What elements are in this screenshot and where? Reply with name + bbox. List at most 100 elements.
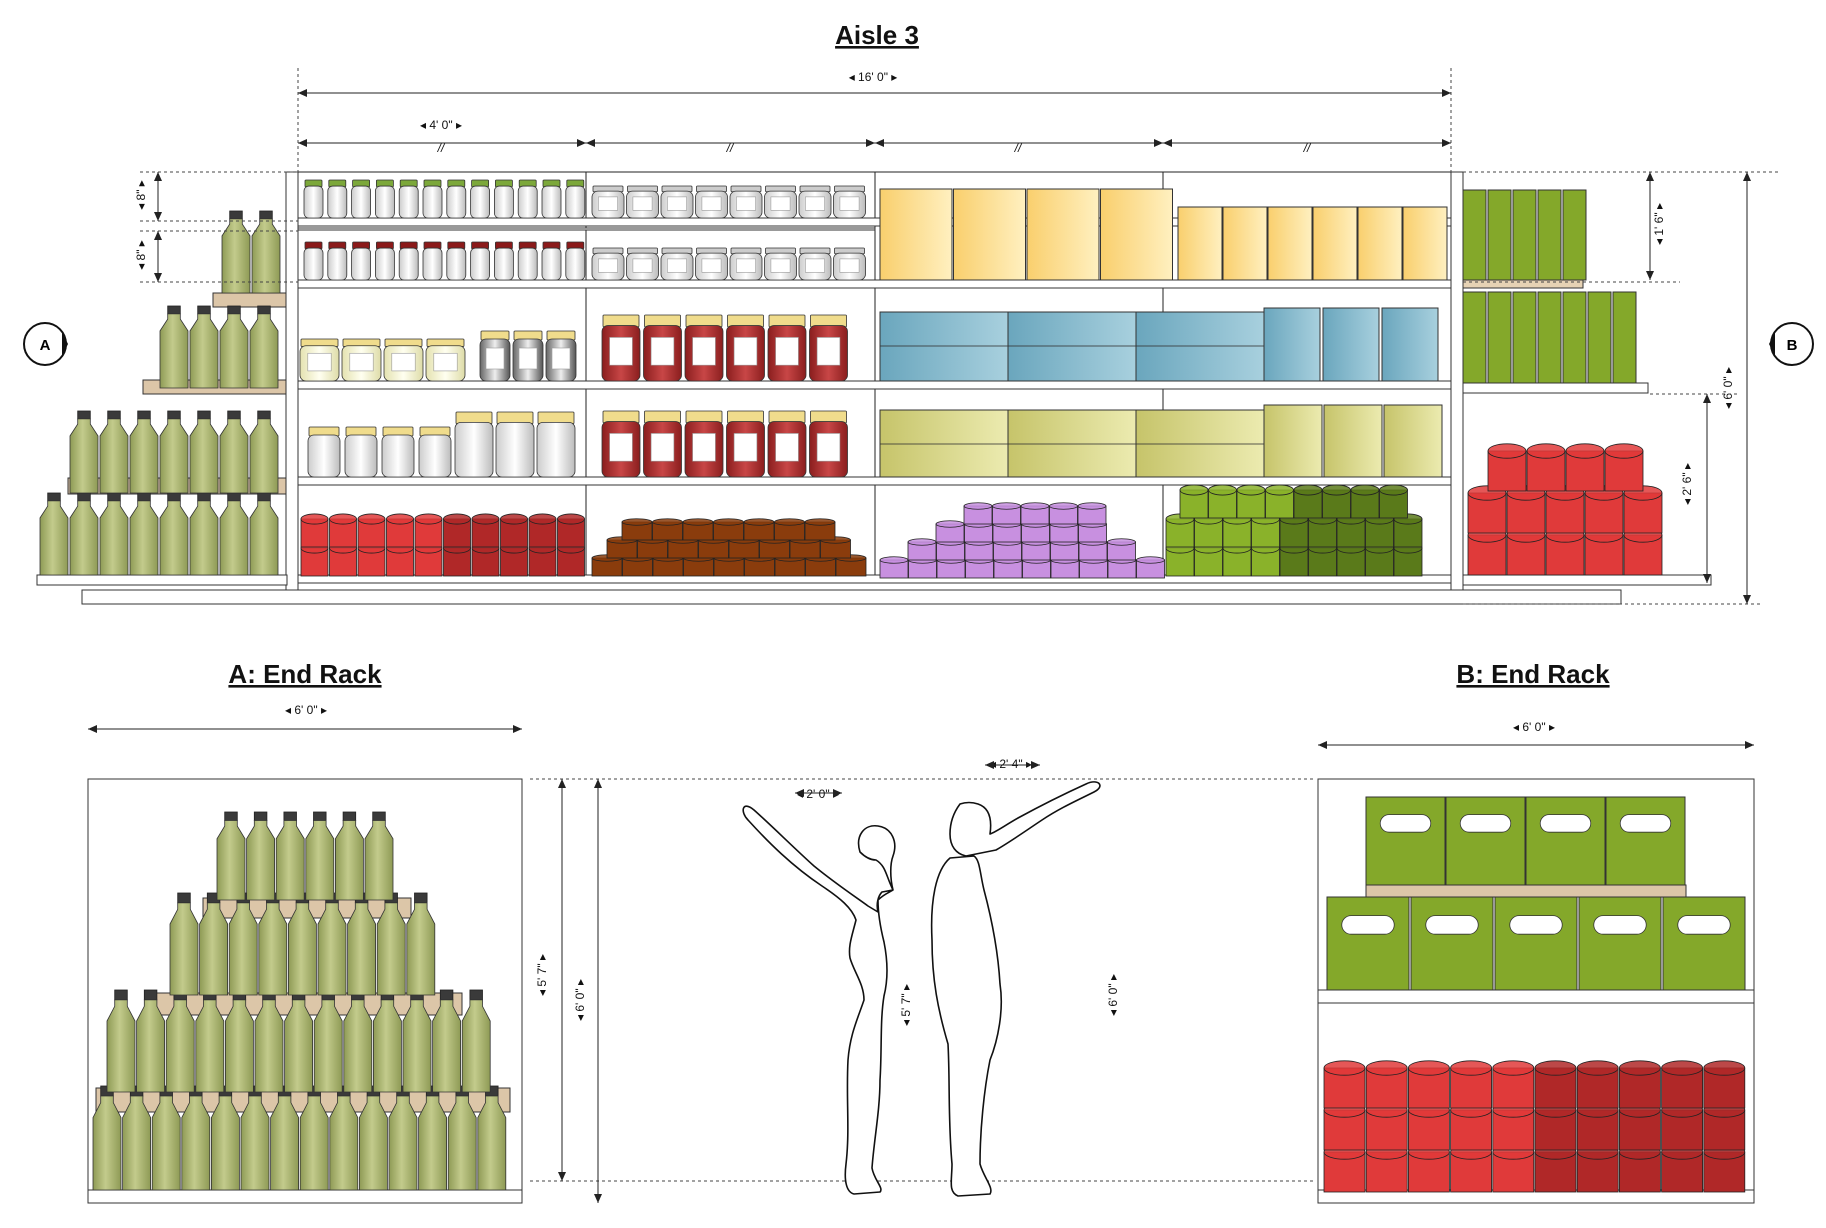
bottle-body	[151, 1095, 181, 1191]
crate-body	[1494, 896, 1578, 991]
dim-male-reach-arrow-l	[985, 761, 994, 769]
can-body	[1393, 547, 1423, 577]
crate-body	[1326, 896, 1410, 991]
can-top	[1450, 1060, 1492, 1076]
bottle	[221, 210, 251, 294]
bottle-body	[106, 999, 136, 1093]
crate	[1494, 896, 1578, 991]
can	[774, 518, 805, 541]
jar	[303, 241, 324, 281]
can-top	[713, 518, 744, 526]
can	[1703, 1102, 1746, 1151]
bottle-body	[129, 500, 159, 576]
bottle-cap	[227, 492, 241, 502]
dim-rack-height-arrow-b	[594, 1194, 602, 1203]
bottle-cap	[414, 892, 428, 904]
bottle-body	[373, 999, 402, 1093]
jar	[726, 314, 765, 382]
jar-label	[816, 337, 841, 366]
aisle-kickplate	[81, 589, 1622, 605]
bottle-body	[122, 1095, 151, 1191]
bottle-cap	[77, 492, 91, 502]
end-b-side-crate	[1562, 291, 1587, 384]
can	[1661, 1144, 1703, 1193]
end-rack-b-title: B: End Rack	[1456, 659, 1610, 689]
jar-body	[454, 421, 494, 478]
crate	[1445, 796, 1526, 886]
jar-cap	[537, 411, 575, 425]
dim-section-4-arrow-l	[1163, 139, 1172, 147]
jar	[470, 241, 491, 281]
jar-label	[692, 337, 716, 366]
yellow-box-small	[1402, 206, 1448, 281]
jar-body	[327, 247, 348, 281]
bottle-body	[219, 500, 249, 576]
end-b-side-crate-top	[1512, 189, 1537, 281]
can	[1534, 1144, 1577, 1193]
blue-box	[1007, 311, 1137, 382]
bottle	[305, 811, 335, 901]
bottle-cap	[137, 410, 151, 420]
jar	[591, 185, 625, 219]
jar	[726, 410, 765, 478]
bottle-cap	[167, 305, 181, 315]
bottle	[159, 492, 189, 576]
bottle-cap	[253, 811, 268, 821]
can-top	[443, 513, 471, 525]
bottle-body	[199, 902, 228, 996]
jar-body	[517, 247, 538, 281]
marker-b: B	[1769, 322, 1814, 366]
jar-body	[303, 185, 324, 219]
jar	[833, 185, 866, 219]
can-top	[1136, 556, 1165, 564]
blue-box-tall	[1322, 307, 1380, 382]
blue-box-tall	[1381, 307, 1439, 382]
jar-body	[374, 185, 395, 219]
olive-box	[1135, 409, 1265, 478]
bottle-cap	[177, 892, 191, 904]
can-top	[907, 538, 937, 546]
yellow-box-small	[1357, 206, 1403, 281]
dim-end-a-width-arrow-l	[88, 725, 97, 733]
jar-cap	[768, 410, 806, 424]
can	[1251, 542, 1280, 577]
can	[1222, 542, 1252, 577]
jar-label	[701, 196, 722, 211]
bottle-cap	[137, 492, 151, 502]
can	[1308, 542, 1337, 577]
can-body	[1379, 489, 1408, 519]
jar	[351, 241, 372, 281]
jar-label	[733, 433, 758, 462]
can-top	[1293, 484, 1323, 496]
can-top	[1703, 1060, 1746, 1076]
jar	[626, 247, 659, 281]
crate-handle	[1379, 814, 1432, 833]
bottle-body	[288, 902, 317, 996]
jar-body	[381, 434, 415, 478]
can	[1308, 513, 1337, 548]
bottle	[406, 892, 436, 996]
bottle-cap	[227, 410, 241, 420]
jar-label	[598, 196, 618, 211]
top-shelf-height-1: ◂ 8" ▸	[134, 180, 148, 210]
bottle-body	[189, 500, 219, 576]
bottle	[69, 410, 99, 494]
crate-body	[1365, 796, 1446, 886]
can	[1251, 513, 1280, 548]
female-height-inner-label: ◂ 5' 7" ▸	[899, 984, 913, 1026]
aisle-right-post	[1450, 171, 1464, 593]
dim-aisle-width-arrow-r	[1442, 89, 1451, 97]
jar-body	[541, 247, 562, 281]
bottle	[246, 811, 275, 901]
can	[1365, 513, 1394, 548]
jar	[493, 241, 514, 281]
can-top	[1565, 443, 1605, 459]
bottle-body	[129, 418, 159, 494]
can	[329, 542, 357, 577]
jar-label	[632, 258, 653, 273]
end-b-side-crate-top	[1462, 189, 1487, 281]
bottle-body	[219, 313, 249, 389]
jar-label	[736, 196, 756, 211]
can	[1623, 485, 1663, 534]
